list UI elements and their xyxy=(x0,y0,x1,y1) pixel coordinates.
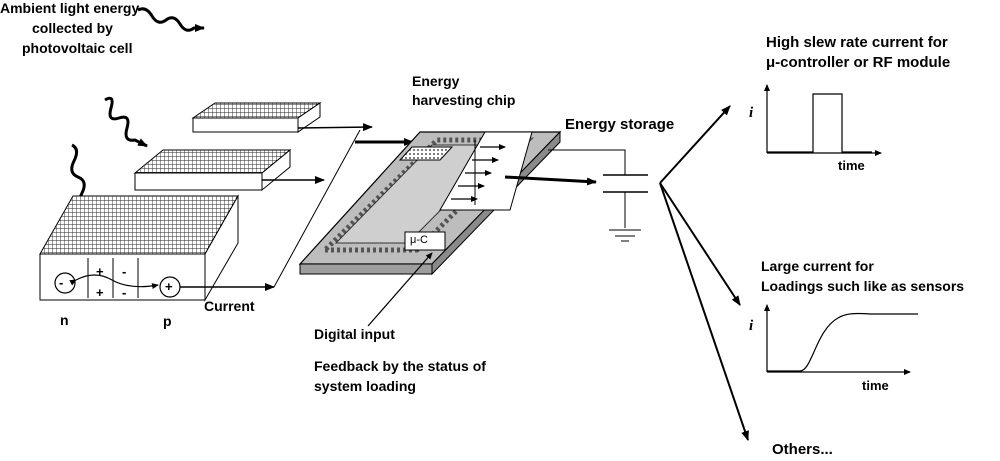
pulse-trace xyxy=(767,93,872,153)
pulse-waveform-chart xyxy=(764,84,882,156)
branch-bottom-arrow xyxy=(659,182,749,441)
current-label: Current xyxy=(204,298,255,314)
top-title-line2: μ-controller or RF module xyxy=(766,54,951,71)
light-ray-2 xyxy=(104,96,148,148)
arrow-chip-out xyxy=(504,175,597,186)
n-label: n xyxy=(60,312,69,328)
storage-label: Energy storage xyxy=(565,116,675,133)
p-label: p xyxy=(163,313,172,329)
harvesting-chip xyxy=(298,130,562,276)
mu-c-label: μ-C xyxy=(410,234,428,246)
top-title-line1: High slew rate current for xyxy=(766,34,948,51)
branch-mid-arrow xyxy=(659,182,741,306)
feedback-label-line2: system loading xyxy=(314,378,416,394)
chip-label-line2: harvesting chip xyxy=(412,92,516,108)
digital-input-arrow xyxy=(367,252,433,327)
others-label: Others... xyxy=(772,441,833,458)
pv-panel-small-2 xyxy=(133,148,292,192)
feedback-label-line1: Feedback by the status of xyxy=(314,358,486,374)
mid-axis-time-label: time xyxy=(862,378,889,393)
plus-sign-right: + xyxy=(165,279,173,294)
digital-input-label: Digital input xyxy=(314,326,395,342)
mid-title-line2: Loadings such like as sensors xyxy=(761,278,965,294)
top-axis-i-label: i xyxy=(749,105,754,121)
ambient-label-line3: photovoltaic cell xyxy=(22,40,133,56)
branch-top-arrow xyxy=(659,105,731,184)
mid-axis-i-label: i xyxy=(749,318,754,334)
plus-sign-bottom: + xyxy=(96,285,104,300)
minus-sign-bottom: - xyxy=(122,285,127,300)
plus-sign-top: + xyxy=(96,264,104,279)
mid-title-line1: Large current for xyxy=(761,258,874,274)
boundary-line xyxy=(273,129,361,288)
ambient-label-line1: Ambient light energy xyxy=(0,0,140,16)
top-axis-time-label: time xyxy=(838,158,865,173)
chip-label-line1: Energy xyxy=(412,73,460,89)
capacitor xyxy=(548,149,648,242)
pv-cell-main xyxy=(39,194,239,302)
minus-sign-top: - xyxy=(122,264,127,279)
pv-panel-small-1 xyxy=(191,102,322,133)
rise-trace xyxy=(767,312,918,372)
light-ray-1 xyxy=(137,7,205,32)
minus-sign-left: - xyxy=(59,275,64,290)
rise-waveform-chart xyxy=(764,304,918,375)
ambient-label-line2: collected by xyxy=(32,20,113,36)
arrow-panel1-chip xyxy=(297,123,373,132)
